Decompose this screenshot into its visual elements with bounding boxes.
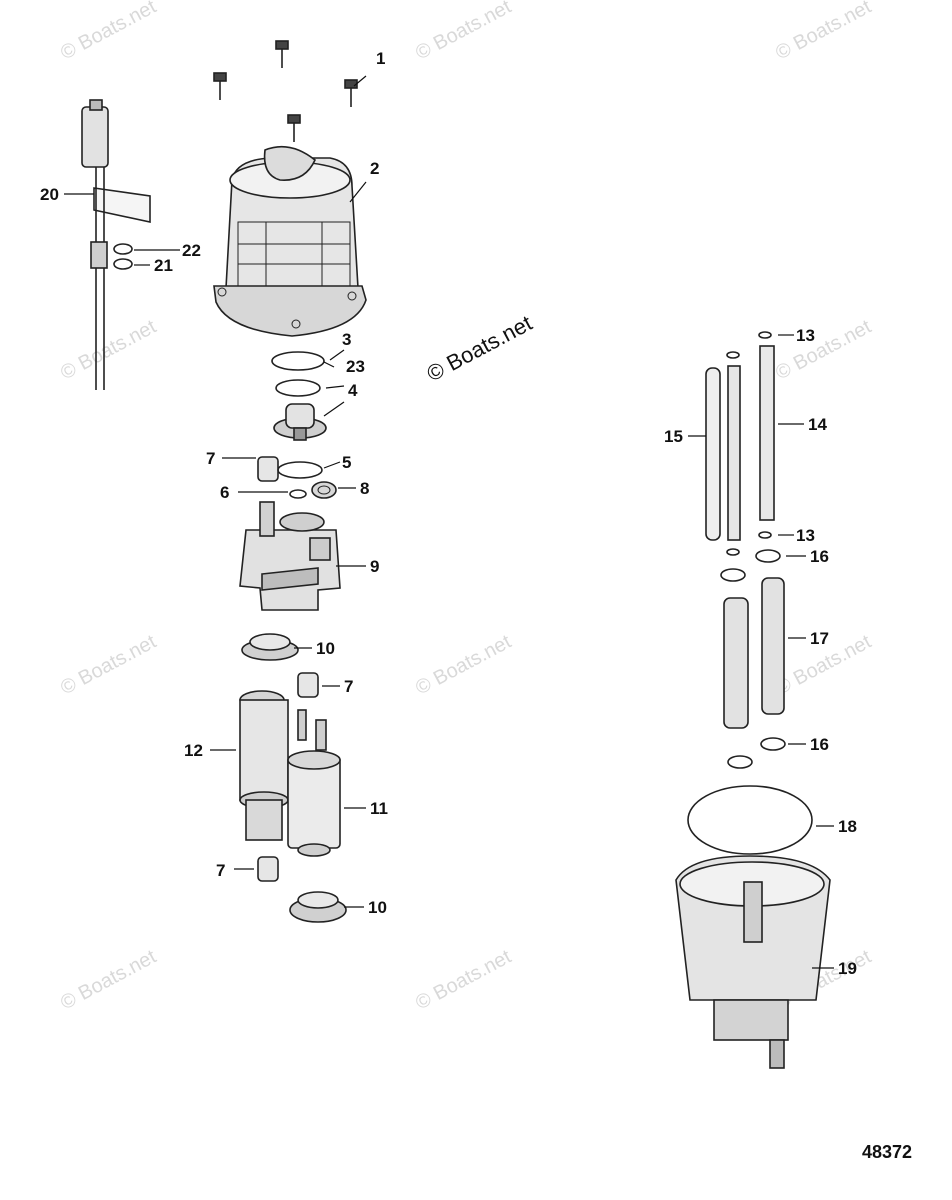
screw xyxy=(213,72,227,100)
document-number: 48372 xyxy=(862,1142,912,1162)
callout-1: 1 xyxy=(376,49,385,68)
callout-14: 14 xyxy=(808,415,827,434)
callout-4: 4 xyxy=(348,381,358,400)
watermark: © Boats.net xyxy=(57,946,160,1015)
callout-3: 3 xyxy=(342,330,351,349)
part-screws xyxy=(213,40,358,142)
part-grommet xyxy=(289,891,347,923)
watermark: © Boats.net xyxy=(412,0,515,64)
callout-7-lower: 7 xyxy=(216,861,225,880)
callout-16-lower: 16 xyxy=(810,735,829,754)
callout-11: 11 xyxy=(370,799,388,818)
part-filter-bowl xyxy=(675,855,831,1069)
watermark: © Boats.net xyxy=(412,946,515,1015)
callout-2: 2 xyxy=(370,159,379,178)
watermark: © Boats.net xyxy=(772,316,875,385)
part-small-fittings xyxy=(257,456,337,499)
part-grommet xyxy=(241,633,299,661)
callout-13-lower: 13 xyxy=(796,526,815,545)
callout-18: 18 xyxy=(838,817,857,836)
part-sleeve xyxy=(297,672,319,698)
part-manifold xyxy=(239,501,341,611)
callout-15: 15 xyxy=(664,427,683,446)
callout-22: 22 xyxy=(182,241,201,260)
screw xyxy=(344,79,358,107)
watermark: © Boats.net xyxy=(57,631,160,700)
callout-labels: 1 2 3 23 4 5 6 7 8 9 10 7 12 11 7 10 20 … xyxy=(40,49,857,978)
part-regulator xyxy=(273,403,327,441)
callout-10-lower: 10 xyxy=(368,898,387,917)
part-sleeve xyxy=(257,856,279,882)
screw xyxy=(287,114,301,142)
callout-12: 12 xyxy=(184,741,203,760)
callout-10-upper: 10 xyxy=(316,639,335,658)
part-filter-tubes xyxy=(723,577,786,769)
callout-5: 5 xyxy=(342,453,351,472)
watermark: © Boats.net xyxy=(57,316,160,385)
watermark: © Boats.net xyxy=(412,631,515,700)
callout-16-upper: 16 xyxy=(810,547,829,566)
callout-19: 19 xyxy=(838,959,857,978)
watermark: © Boats.net xyxy=(772,0,875,64)
callout-9: 9 xyxy=(370,557,379,576)
callout-8: 8 xyxy=(360,479,369,498)
callout-7-upper: 7 xyxy=(206,449,215,468)
part-large-o-ring xyxy=(687,785,813,855)
callout-6: 6 xyxy=(220,483,229,502)
leader-lines xyxy=(64,75,834,969)
part-fuel-pump-small xyxy=(287,709,341,857)
part-fuel-pump-large xyxy=(239,690,289,841)
callout-21: 21 xyxy=(154,256,173,275)
callout-23: 23 xyxy=(346,357,365,376)
callout-20: 20 xyxy=(40,185,59,204)
part-cover xyxy=(213,145,367,337)
center-watermark: © Boats.net xyxy=(423,310,537,386)
callout-13-upper: 13 xyxy=(796,326,815,345)
watermark: © Boats.net xyxy=(57,0,160,64)
callout-17: 17 xyxy=(810,629,829,648)
part-seals-upper xyxy=(271,351,325,397)
callout-7-middle: 7 xyxy=(344,677,353,696)
part-tubes xyxy=(705,331,781,582)
screw xyxy=(275,40,289,68)
part-sensor-harness xyxy=(81,99,151,390)
